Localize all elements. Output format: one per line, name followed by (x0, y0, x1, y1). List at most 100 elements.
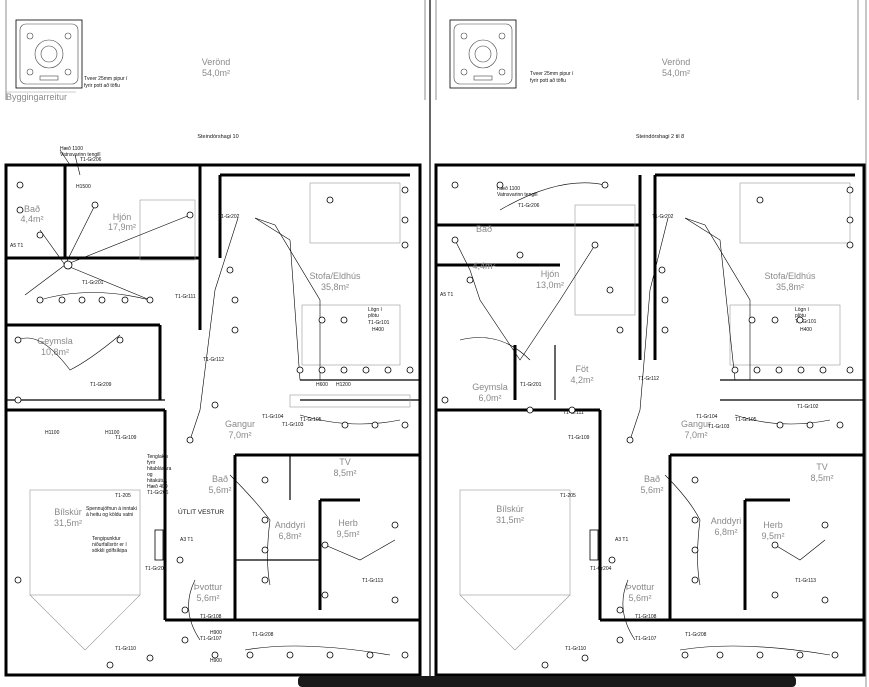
street-label: Steindórshagi 2 til 8 (636, 134, 684, 140)
room-thvottur-name: Þvottur (194, 582, 223, 592)
room-herb-area: 9,5m² (761, 531, 784, 541)
circuit-label: T1-Gr105 (735, 417, 757, 423)
circuit-label: T1-Gr109 (115, 435, 137, 441)
a3-label: A3 T1 (180, 537, 193, 543)
circuit-label: T1-Gr202 (652, 214, 674, 220)
room-bad-area: 4,4m² (472, 261, 495, 271)
room-geymsla-area: 6,0m² (478, 393, 501, 403)
junction-icon (63, 260, 73, 270)
room-bilskur-name: Bílskúr (54, 507, 82, 517)
circuit-label: T1-Gr108 (635, 614, 657, 620)
utlit-vestur-label: ÚTLIT VESTUR (178, 507, 224, 516)
room-stofa-name: Stofa/Eldhús (764, 271, 816, 281)
drain-note-2: niðurfallsrör er í (92, 541, 127, 548)
heater-note-1: Hæð 1100 (497, 185, 520, 192)
circuit-label: T1-Gr107 (200, 636, 222, 642)
byggingarreitur-label: Byggingarreitur (6, 92, 67, 102)
room-gangur-name: Gangur (681, 419, 711, 429)
tub-note-2: fyrir pott að töflu (530, 77, 566, 84)
circuit-label: T1-Gr206 (80, 157, 102, 163)
room-bad-name: Bað (476, 224, 492, 234)
outer-walls (434, 163, 866, 677)
room-anddyri-name: Anddyri (275, 520, 306, 530)
room-anddyri-area: 6,8m² (278, 531, 301, 541)
veranda-name: Verönd (202, 57, 231, 67)
circuit-label: T1-Gr204 (590, 566, 612, 572)
room-stofa-name: Stofa/Eldhús (309, 271, 361, 281)
circuit-label: T1-Gr204 (145, 566, 167, 572)
street-label: Steindórshagi 10 (197, 134, 238, 140)
a5-label: A5 T1 (440, 292, 453, 298)
room-tv-name: TV (816, 462, 828, 472)
sockets-note-2: fyrir (147, 460, 156, 466)
circuit-label: T1-Gr209 (90, 382, 112, 388)
circuit-label: T1-Gr113 (795, 578, 816, 584)
room-bad-area: 4,4m² (20, 214, 43, 224)
room-thvottur-name: Þvottur (626, 582, 655, 592)
room-fot-name: Föt (575, 364, 589, 374)
room-hjon-area: 17,9m² (108, 222, 136, 232)
heater-note-2: Vatnsvarinn tengill (497, 192, 538, 198)
circuit-label: T1-Gr201 (520, 382, 542, 388)
room-gangur-name: Gangur (225, 419, 255, 429)
room-gangur-area: 7,0m² (228, 430, 251, 440)
room-stofa-area: 35,8m² (776, 282, 804, 292)
room-tv-name: TV (339, 457, 351, 467)
height-label: H900 (210, 658, 222, 664)
main-note-1: Spennujöfnun á inntaki (86, 506, 137, 512)
circuit-label: T1-Gr112 (638, 376, 659, 382)
hob-note-2: plötu (368, 313, 379, 319)
circuit-label: T1-Gr202 (218, 214, 240, 220)
room-hjon-area: 13,0m² (536, 280, 564, 290)
room-anddyri-area: 6,8m² (714, 527, 737, 537)
room-herb-area: 9,5m² (336, 529, 359, 539)
room-thvottur-area: 5,6m² (628, 593, 651, 603)
circuit-label: T1-Gr108 (200, 614, 222, 620)
room-hjon-name: Hjón (541, 269, 560, 279)
heater-note-1: Hæð 1100 (60, 145, 83, 152)
heater-note-2: Vatnsvarinn tengill (60, 152, 101, 158)
height-label: H900 (210, 630, 222, 636)
room-bilskur-area: 31,5m² (496, 515, 524, 525)
tub-note-1: Tveer 25mm pipur í (530, 71, 574, 77)
circuit-label: T1-Gr104 (262, 414, 284, 420)
outlet-icon (441, 181, 854, 669)
height-label: H1500 (76, 184, 91, 190)
hob-note-1: Lögn í (368, 307, 383, 313)
circuit-label: T1-Gr112 (203, 357, 224, 363)
circuit-label: T1-Gr111 (175, 294, 196, 300)
hob-note-3: T1-Gr101 (795, 319, 817, 325)
circuit-label: T1-Gr105 (300, 417, 322, 423)
hot-tub-icon (15, 19, 83, 89)
room-tv-area: 8,5m² (810, 473, 833, 483)
room-herb-name: Herb (763, 520, 783, 530)
hob-note-2: plötu (795, 313, 806, 319)
room-stofa-area: 35,8m² (321, 282, 349, 292)
height-label: H1100 (105, 430, 120, 436)
room-geymsla-area: 10,8m² (41, 347, 69, 357)
room-fot-area: 4,2m² (570, 375, 593, 385)
circuit-label: T1-Gr206 (518, 203, 540, 209)
room-bilskur-name: Bílskúr (496, 504, 524, 514)
tub-note-1: Tveer 25mm pipur í (84, 76, 128, 82)
tub-note-2: fyrir pott að töflu (84, 82, 120, 89)
circuit-label: T1-Gr101 (368, 320, 390, 326)
circuit-label: T1-Gr110 (565, 646, 586, 652)
sheet-right: Tveer 25mm pipur í fyrir pott að töflu V… (434, 19, 866, 677)
room-bad-name: Bað (24, 204, 40, 214)
circuit-label: T1-205 (115, 493, 131, 499)
circuit-label: T1-Gr102 (797, 404, 819, 410)
horizontal-scrollbar[interactable] (298, 676, 796, 687)
room-bilskur-area: 31,5m² (54, 518, 82, 528)
hob-note-4: H400 (372, 327, 384, 333)
sockets-note-7: T1-Gr206 (147, 490, 169, 496)
sockets-note-1: Tenglakís (147, 454, 169, 460)
outlet-icon (14, 181, 414, 669)
outer-walls (4, 163, 422, 677)
room-hjon-name: Hjón (113, 212, 132, 222)
hot-tub-icon (449, 19, 517, 89)
room-bad2-name: Bað (644, 474, 660, 484)
circuit-label: T1-Gr104 (696, 414, 718, 420)
sockets-note-3: hitablásara (147, 466, 172, 472)
